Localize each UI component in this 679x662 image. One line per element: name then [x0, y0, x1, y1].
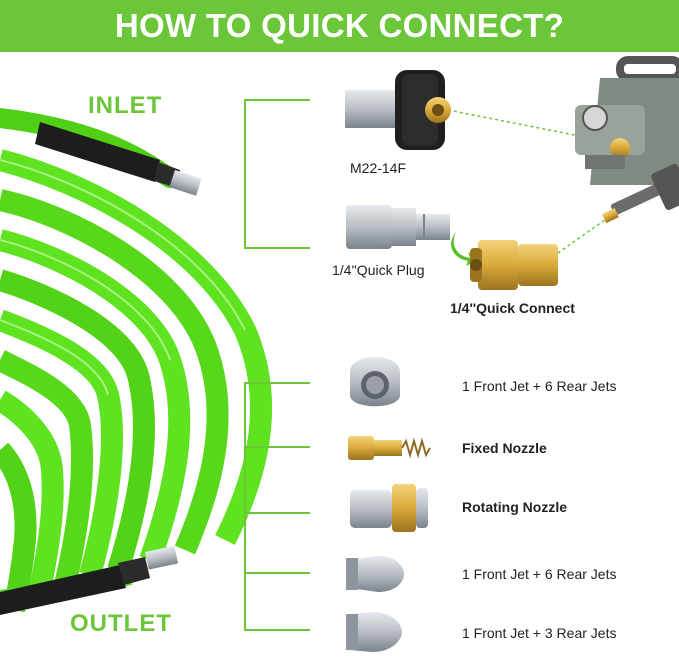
outlet-fitting-icon	[0, 545, 179, 615]
m22-label: M22-14F	[350, 160, 407, 176]
page-title: HOW TO QUICK CONNECT?	[114, 7, 565, 44]
outlet-label-3: Rotating Nozzle	[462, 499, 567, 515]
inlet-bracket	[244, 99, 310, 249]
title-banner: HOW TO QUICK CONNECT?	[0, 0, 679, 52]
pressure-washer-icon	[575, 56, 679, 185]
quick-connect-icon	[470, 240, 558, 290]
outlet-label-2: Fixed Nozzle	[462, 440, 547, 456]
outlet-label-4: 1 Front Jet + 6 Rear Jets	[462, 566, 617, 582]
outlet-label: OUTLET	[70, 610, 172, 637]
outlet-label-1: 1 Front Jet + 6 Rear Jets	[462, 378, 617, 394]
fixed-nozzle-icon	[348, 436, 431, 460]
inlet-label: INLET	[88, 92, 163, 119]
outlet-bracket	[244, 382, 310, 631]
quick-plug-icon	[346, 205, 450, 249]
spray-gun-icon	[602, 164, 679, 224]
hose-icon	[0, 108, 273, 613]
outlet-label-5: 1 Front Jet + 3 Rear Jets	[462, 625, 617, 641]
rotating-nozzle-icon	[350, 484, 428, 532]
round-jet-nozzle-icon	[350, 357, 400, 407]
quick-plug-label: 1/4''Quick Plug	[332, 262, 425, 278]
inlet-fitting-icon	[35, 122, 202, 196]
bullet-jet-nozzle-icon	[346, 556, 404, 592]
bullet-3jet-nozzle-icon	[346, 612, 402, 652]
quick-connect-label: 1/4''Quick Connect	[450, 300, 575, 316]
m22-adapter-icon	[345, 70, 451, 150]
